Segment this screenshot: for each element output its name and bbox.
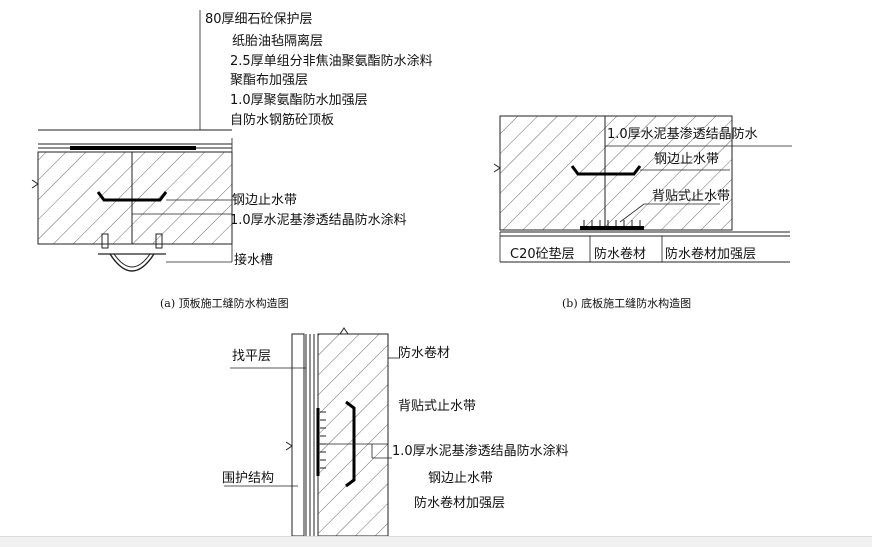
label-a-0: 80厚细石砼保护层 — [205, 12, 313, 27]
label-a-4: 1.0厚聚氨酯防水加强层 — [230, 92, 368, 108]
retaining-structure — [291, 333, 305, 537]
label-a-3: 聚酯布加强层 — [230, 73, 308, 88]
diagram-a-roof-slab: 80厚细石砼保护层 纸胎油毡隔离层 2.5厚单组分非焦油聚氨酯防水涂料 聚酯布加… — [31, 10, 433, 310]
steel-waterstop-b — [570, 165, 642, 176]
label-b-4: 防水卷材 — [594, 246, 646, 262]
label-b-2: 背贴式止水带 — [652, 189, 730, 204]
label-c-3: 1.0厚水泥基渗透结晶防水涂料 — [392, 443, 569, 459]
label-c-1: 防水卷材 — [398, 345, 450, 361]
label-b-0: 1.0厚水泥基渗透结晶防水 — [607, 126, 758, 142]
label-a-8: 接水槽 — [234, 252, 273, 268]
label-a-2: 2.5厚单组分非焦油聚氨酯防水涂料 — [230, 53, 433, 69]
label-c-4: 钢边止水带 — [428, 471, 493, 486]
label-c-5: 围护结构 — [222, 471, 274, 486]
label-c-2: 背贴式止水带 — [398, 399, 476, 414]
label-a-5: 自防水钢筋砼顶板 — [230, 112, 334, 128]
label-a-1: 纸胎油毡隔离层 — [232, 33, 323, 49]
label-b-1: 钢边止水带 — [654, 152, 719, 167]
label-a-7: 1.0厚水泥基渗透结晶防水涂料 — [230, 212, 407, 228]
drain-trough — [109, 253, 155, 272]
caption-b: (b) 底板施工缝防水构造图 — [562, 296, 691, 310]
diagram-b-floor-slab: 1.0厚水泥基渗透结晶防水 钢边止水带 背贴式止水带 C20砼垫层 防水卷材 防… — [493, 115, 792, 310]
label-c-0: 找平层 — [232, 349, 271, 364]
caption-a: (a) 顶板施工缝防水构造图 — [160, 296, 289, 310]
label-b-5: 防水卷材加强层 — [665, 246, 756, 262]
label-b-3: C20砼垫层 — [510, 246, 575, 262]
steel-waterstop-a — [96, 191, 168, 202]
label-c-6: 防水卷材加强层 — [414, 495, 505, 511]
bottom-strip — [0, 536, 872, 547]
roof-slab-concrete — [37, 151, 233, 245]
label-a-6: 钢边止水带 — [232, 193, 297, 208]
diagram-c-wall: 找平层 防水卷材 背贴式止水带 1.0厚水泥基渗透结晶防水涂料 钢边止水带 围护… — [222, 327, 569, 537]
